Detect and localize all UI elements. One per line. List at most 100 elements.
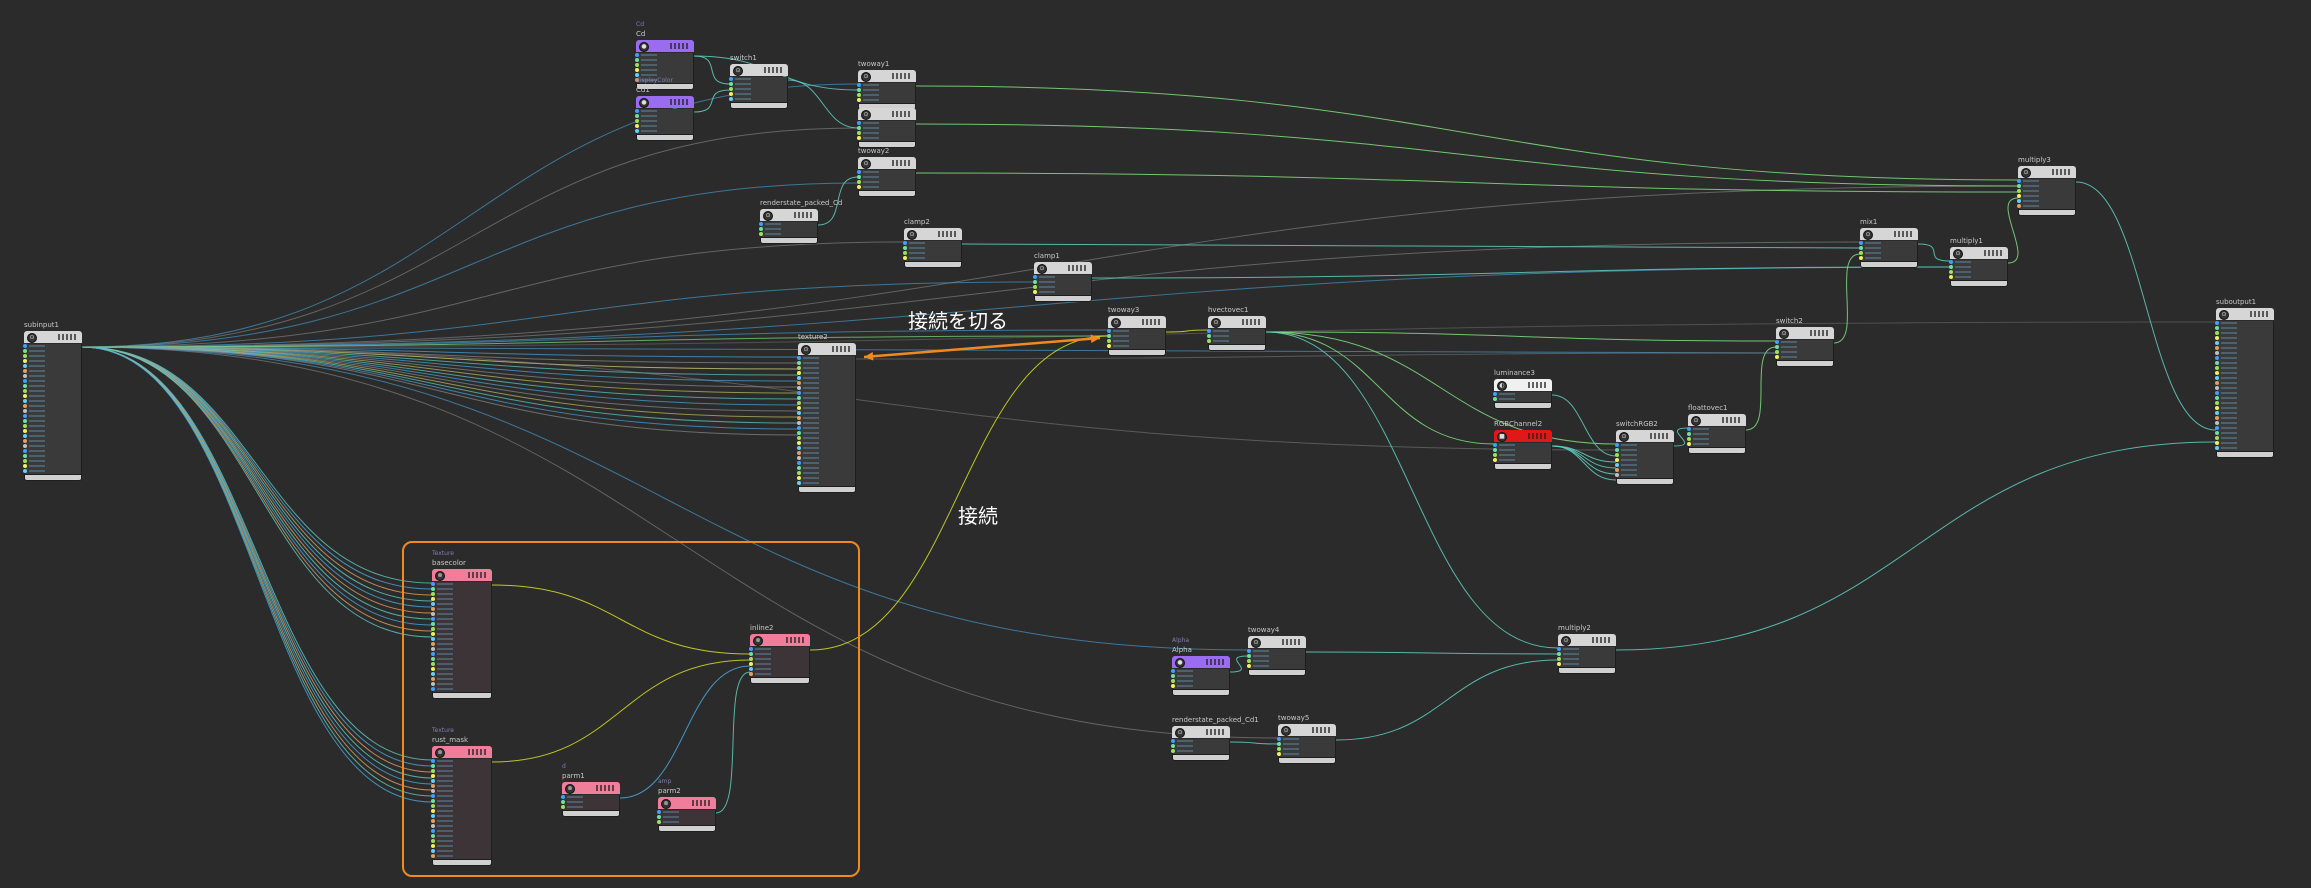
node-port[interactable]: [431, 804, 491, 808]
port-dot-icon[interactable]: [797, 401, 801, 405]
node-header[interactable]: ⊗: [432, 746, 492, 758]
node-twoway_b[interactable]: ⊙: [857, 108, 916, 148]
node-port[interactable]: [797, 451, 855, 455]
port-dot-icon[interactable]: [759, 227, 763, 231]
port-dot-icon[interactable]: [1033, 280, 1037, 284]
node-port[interactable]: [431, 672, 491, 676]
port-dot-icon[interactable]: [2215, 416, 2219, 420]
node-options-icon[interactable]: [764, 67, 784, 73]
port-dot-icon[interactable]: [561, 800, 565, 804]
node-port[interactable]: [2215, 366, 2273, 370]
node-options-icon[interactable]: [2052, 169, 2072, 175]
port-dot-icon[interactable]: [23, 414, 27, 418]
node-port[interactable]: [2215, 381, 2273, 385]
port-dot-icon[interactable]: [2215, 346, 2219, 350]
node-port[interactable]: [857, 131, 915, 135]
node-twoway5[interactable]: twoway5⊙: [1277, 714, 1336, 764]
node-port[interactable]: [2215, 391, 2273, 395]
port-dot-icon[interactable]: [857, 136, 861, 140]
port-dot-icon[interactable]: [1171, 684, 1175, 688]
port-dot-icon[interactable]: [635, 53, 639, 57]
node-port[interactable]: [431, 824, 491, 828]
port-dot-icon[interactable]: [2215, 351, 2219, 355]
wire[interactable]: [1229, 741, 1279, 745]
node-port[interactable]: [635, 129, 693, 133]
port-dot-icon[interactable]: [797, 441, 801, 445]
node-header[interactable]: ⊙: [1172, 726, 1230, 738]
node-port[interactable]: [797, 431, 855, 435]
node-port[interactable]: [1207, 334, 1265, 338]
port-dot-icon[interactable]: [2017, 204, 2021, 208]
node-options-icon[interactable]: [794, 212, 814, 218]
wire[interactable]: [915, 123, 2019, 187]
node-port[interactable]: [431, 829, 491, 833]
port-dot-icon[interactable]: [1171, 674, 1175, 678]
node-port[interactable]: [431, 759, 491, 763]
node-options-icon[interactable]: [58, 334, 78, 340]
port-dot-icon[interactable]: [431, 844, 435, 848]
node-port[interactable]: [431, 627, 491, 631]
node-port[interactable]: [431, 677, 491, 681]
node-port[interactable]: [797, 376, 855, 380]
node-port[interactable]: [1033, 290, 1091, 294]
port-dot-icon[interactable]: [2215, 321, 2219, 325]
node-header[interactable]: ⊙: [760, 209, 818, 221]
port-dot-icon[interactable]: [23, 384, 27, 388]
wire[interactable]: [81, 346, 1249, 651]
wire[interactable]: [81, 127, 859, 348]
port-dot-icon[interactable]: [431, 622, 435, 626]
node-port[interactable]: [857, 185, 915, 189]
node-port[interactable]: [431, 819, 491, 823]
node-luminance3[interactable]: luminance3◐: [1493, 369, 1552, 409]
port-dot-icon[interactable]: [23, 364, 27, 368]
port-dot-icon[interactable]: [797, 431, 801, 435]
node-port[interactable]: [635, 78, 693, 82]
node-port[interactable]: [749, 647, 809, 651]
port-dot-icon[interactable]: [857, 98, 861, 102]
node-port[interactable]: [1033, 275, 1091, 279]
port-dot-icon[interactable]: [431, 582, 435, 586]
node-port[interactable]: [1247, 659, 1305, 663]
port-dot-icon[interactable]: [797, 376, 801, 380]
port-dot-icon[interactable]: [749, 667, 753, 671]
node-clamp2[interactable]: clamp2⊙: [903, 218, 962, 268]
node-port[interactable]: [561, 800, 619, 804]
port-dot-icon[interactable]: [431, 657, 435, 661]
node-port[interactable]: [1615, 468, 1673, 472]
node-port[interactable]: [1493, 453, 1551, 457]
wire[interactable]: [2075, 181, 2217, 431]
port-dot-icon[interactable]: [749, 662, 753, 666]
node-port[interactable]: [1687, 437, 1745, 441]
node-port[interactable]: [797, 371, 855, 375]
node-port[interactable]: [561, 795, 619, 799]
node-port[interactable]: [759, 232, 817, 236]
port-dot-icon[interactable]: [431, 779, 435, 783]
port-dot-icon[interactable]: [23, 409, 27, 413]
wire[interactable]: [81, 346, 799, 394]
port-dot-icon[interactable]: [1775, 350, 1779, 354]
node-port[interactable]: [2215, 326, 2273, 330]
node-port[interactable]: [729, 97, 787, 101]
port-dot-icon[interactable]: [431, 769, 435, 773]
port-dot-icon[interactable]: [431, 849, 435, 853]
node-port[interactable]: [797, 466, 855, 470]
node-header[interactable]: ●: [1172, 656, 1230, 668]
port-dot-icon[interactable]: [431, 682, 435, 686]
port-dot-icon[interactable]: [2215, 341, 2219, 345]
node-port[interactable]: [431, 799, 491, 803]
node-port[interactable]: [2215, 331, 2273, 335]
port-dot-icon[interactable]: [1949, 275, 1953, 279]
port-dot-icon[interactable]: [749, 657, 753, 661]
port-dot-icon[interactable]: [1247, 664, 1251, 668]
port-dot-icon[interactable]: [431, 759, 435, 763]
node-port[interactable]: [797, 436, 855, 440]
node-port[interactable]: [23, 409, 81, 413]
port-dot-icon[interactable]: [1775, 355, 1779, 359]
node-port[interactable]: [431, 662, 491, 666]
port-dot-icon[interactable]: [431, 809, 435, 813]
node-port[interactable]: [431, 617, 491, 621]
node-port[interactable]: [23, 344, 81, 348]
port-dot-icon[interactable]: [635, 129, 639, 133]
node-options-icon[interactable]: [1528, 382, 1548, 388]
node-port[interactable]: [797, 386, 855, 390]
